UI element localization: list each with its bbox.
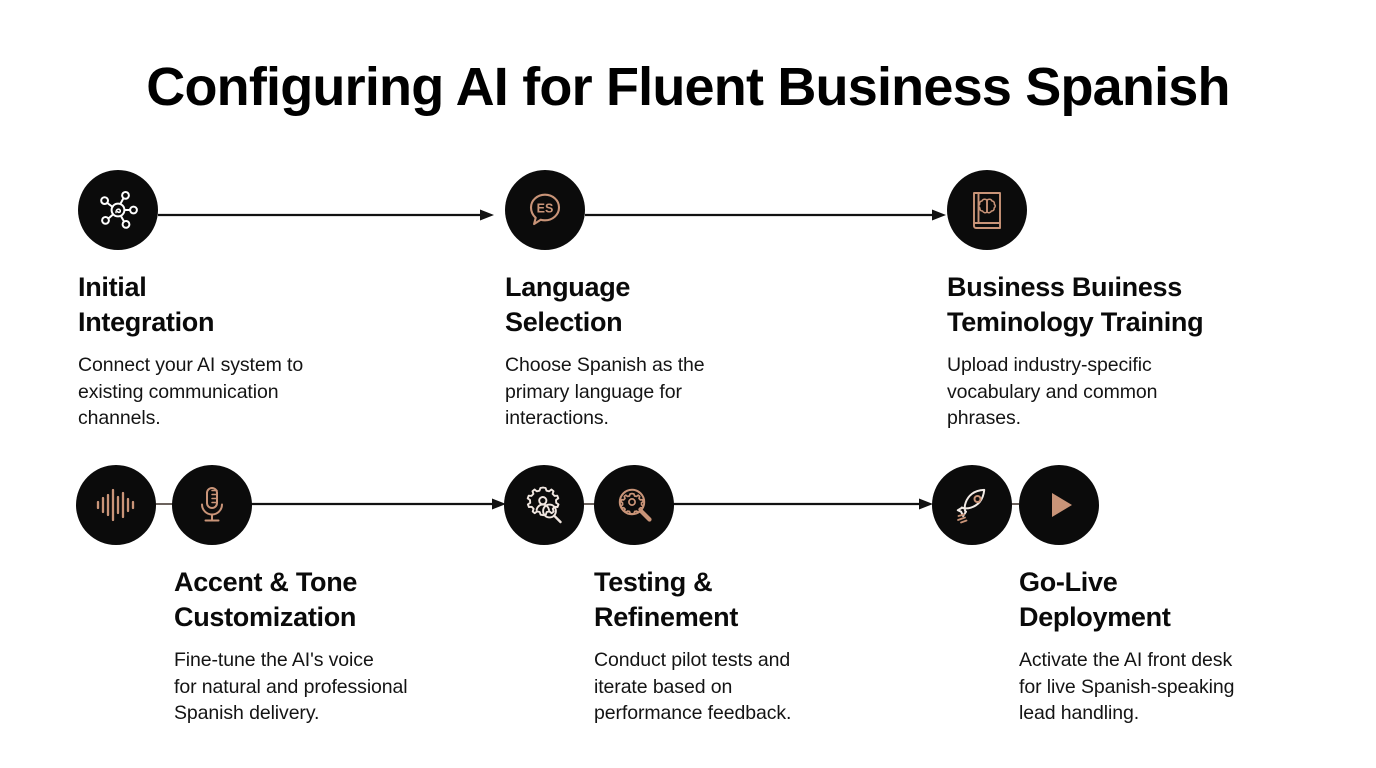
audio-waveform-icon xyxy=(76,465,156,545)
microphone-icon xyxy=(172,465,252,545)
play-triangle-icon xyxy=(1019,465,1099,545)
step-accent-tone-customization[interactable]: Accent & Tone Customization Fine-tune th… xyxy=(76,465,496,735)
connector-stub-gearperson-gearmag xyxy=(581,503,595,505)
speech-bubble-label: ES xyxy=(537,201,554,215)
step-title: Business Buıiness Teminology Training xyxy=(947,272,1204,337)
gear-magnifier-icon xyxy=(594,465,674,545)
arrow-initial-to-language xyxy=(158,208,494,222)
step-business-terminology-training[interactable]: Business Buıiness Teminology Training Up… xyxy=(947,170,1347,440)
step-go-live-deployment[interactable]: Go-Live Deployment Activate the AI front… xyxy=(932,465,1332,735)
speech-bubble-es-icon: ES xyxy=(505,170,585,250)
step-title: Testing & Refinement xyxy=(594,567,739,632)
step-description: Fine-tune the AI's voice for natural and… xyxy=(174,649,408,725)
step-language-selection[interactable]: ES Language Selection Choose Spanish as … xyxy=(505,170,905,440)
step-title: Go-Live Deployment xyxy=(1019,567,1171,632)
book-brain-icon xyxy=(947,170,1027,250)
step-description: Upload industry-specific vocabulary and … xyxy=(947,354,1158,430)
gear-person-search-icon xyxy=(504,465,584,545)
step-title: Accent & Tone Customization xyxy=(174,567,358,632)
step-description: Conduct pilot tests and iterate based on… xyxy=(594,649,792,725)
step-testing-refinement[interactable]: Testing & Refinement Conduct pilot tests… xyxy=(504,465,904,735)
arrow-testing-to-golive xyxy=(671,497,933,511)
step-description: Connect your AI system to existing commu… xyxy=(78,354,304,430)
step-initial-integration[interactable]: Initial Integration Connect your AI syst… xyxy=(78,170,478,440)
arrow-accent-to-testing xyxy=(251,497,506,511)
step-description: Choose Spanish as the primary language f… xyxy=(505,354,705,430)
arrow-language-to-terminology xyxy=(585,208,946,222)
step-description: Activate the AI front desk for live Span… xyxy=(1019,649,1235,725)
connector-stub-waveform-mic xyxy=(152,503,174,505)
step-title: Language Selection xyxy=(505,272,631,337)
network-hub-icon xyxy=(78,170,158,250)
page-title: Configuring AI for Fluent Business Spani… xyxy=(146,57,1230,117)
rocket-icon xyxy=(932,465,1012,545)
step-title: Initial Integration xyxy=(78,272,215,337)
